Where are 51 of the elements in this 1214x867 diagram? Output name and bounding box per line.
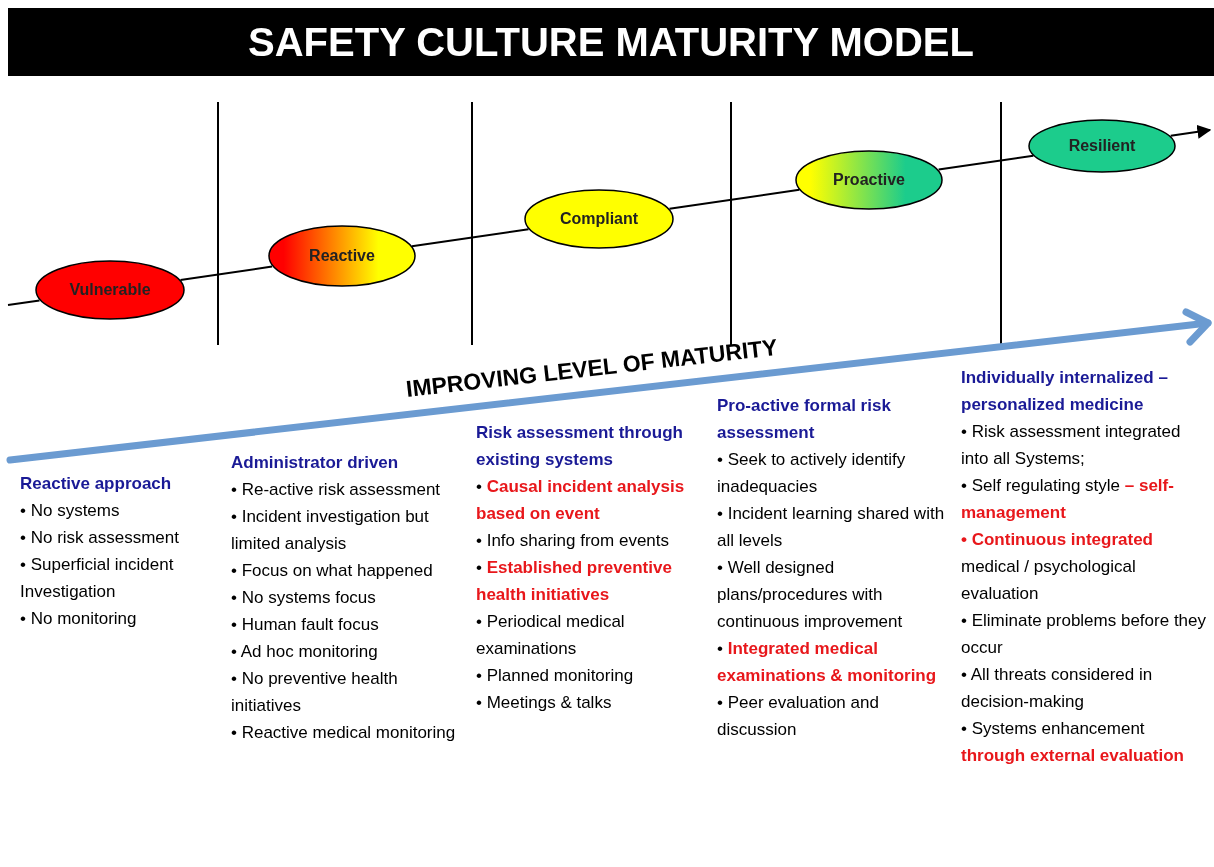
bullet-item: • No risk assessment [20, 527, 180, 549]
bullet-item: • Reactive medical monitoring [231, 722, 457, 744]
stage-label: Proactive [831, 170, 906, 189]
connector-line [179, 265, 274, 281]
bullet-item: • Continuous integrated medical / psychological evaluation [961, 529, 1154, 605]
stage-label: Compliant [558, 209, 640, 228]
bullet-item: • No systems focus [231, 587, 377, 609]
bullet-item: • All threats considered in decision-making [961, 664, 1154, 713]
stage-ellipse [35, 260, 185, 321]
bullet-item: • Focus on what happened [231, 560, 434, 582]
title-banner: SAFETY CULTURE MATURITY MODEL [8, 8, 1214, 76]
arrow [1169, 124, 1212, 139]
bullet-item: • Seek to actively identify inadequacies [717, 449, 907, 498]
bullet-item: • Ad hoc monitoring [231, 641, 379, 663]
stage-ellipse [268, 225, 416, 288]
bullet-item: • Eliminate problems before they occur [961, 610, 1207, 659]
connector-line [937, 154, 1035, 171]
stage-label: Reactive [308, 247, 376, 266]
bullet-item: • No monitoring [20, 608, 138, 630]
bullet-item: • Established preventive health initiatives [476, 557, 673, 606]
column-heading: Administrator driven [231, 452, 400, 474]
stage-ellipse [524, 188, 674, 249]
stage-ellipse [1028, 118, 1176, 173]
bullet-item: • Causal incident analysis based on event [476, 476, 686, 525]
bullet-item: • Incident learning shared with all levels [717, 503, 946, 552]
bullet-item: • Peer evaluation and discussion [717, 692, 880, 741]
bullet-item: • Meetings & talks [476, 692, 613, 714]
bullet-item: • Systems enhancement through external evaluation [961, 718, 1185, 767]
bullet-item: • Planned monitoring [476, 665, 635, 687]
stage-label: Resilient [1067, 136, 1137, 155]
column-heading: Reactive approach [20, 473, 173, 495]
bullet-item: • No systems [20, 500, 121, 522]
bullet-item: • Integrated medical examinations & monitoring [717, 638, 938, 687]
column-heading: Individually internalized – personalized medicine [961, 367, 1169, 416]
bullet-item: • Well designed plans/procedures with continuous improvement [717, 557, 904, 633]
bullet-item: • Info sharing from events [476, 530, 671, 552]
bullet-item: • Risk assessment integrated into all Systems; [961, 421, 1182, 470]
column-heading: Risk assessment through existing systems [476, 422, 684, 471]
bullet-item: • Self regulating style – self-management [961, 475, 1175, 524]
connector-line [668, 188, 801, 210]
connector-line [7, 299, 41, 306]
connector-line [410, 228, 530, 248]
bullet-item: • Periodical medical examinations [476, 611, 626, 660]
bullet-item: • Superficial incident Investigation [20, 554, 175, 603]
bullet-item: • No preventive health initiatives [231, 668, 399, 717]
stage-label: Vulnerable [68, 281, 152, 300]
bullet-item: • Incident investigation but limited analysis [231, 506, 430, 555]
bullet-item: • Re-active risk assessment [231, 479, 442, 501]
stage-ellipse [795, 149, 943, 210]
column-heading: Pro-active formal risk assessment [717, 395, 892, 444]
bullet-item: • Human fault focus [231, 614, 380, 636]
